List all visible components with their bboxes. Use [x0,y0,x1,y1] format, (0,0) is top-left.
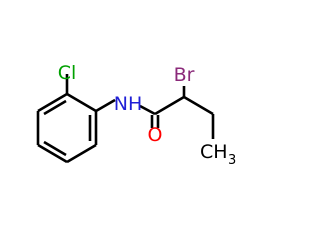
bond-c-c [154,95,185,116]
chlorine-label: Cl [58,62,77,84]
benzene-ring [36,92,98,164]
double-bond-inner [43,140,67,157]
oxygen-label: O [148,124,163,146]
nh-label: NH [114,93,143,115]
bond-n-c [139,104,156,116]
bond [37,143,68,164]
methyl-subscript: 3 [228,153,236,168]
molecule-diagram: Cl Br NH O CH 3 [36,62,236,168]
bromine-label: Br [174,64,195,86]
bond [66,143,97,164]
methyl-label: CH [200,141,228,163]
bond [37,92,68,113]
double-bond-inner [43,99,67,116]
bond-c-c [183,95,214,116]
bond-c-n [95,98,116,113]
bond [66,92,97,113]
